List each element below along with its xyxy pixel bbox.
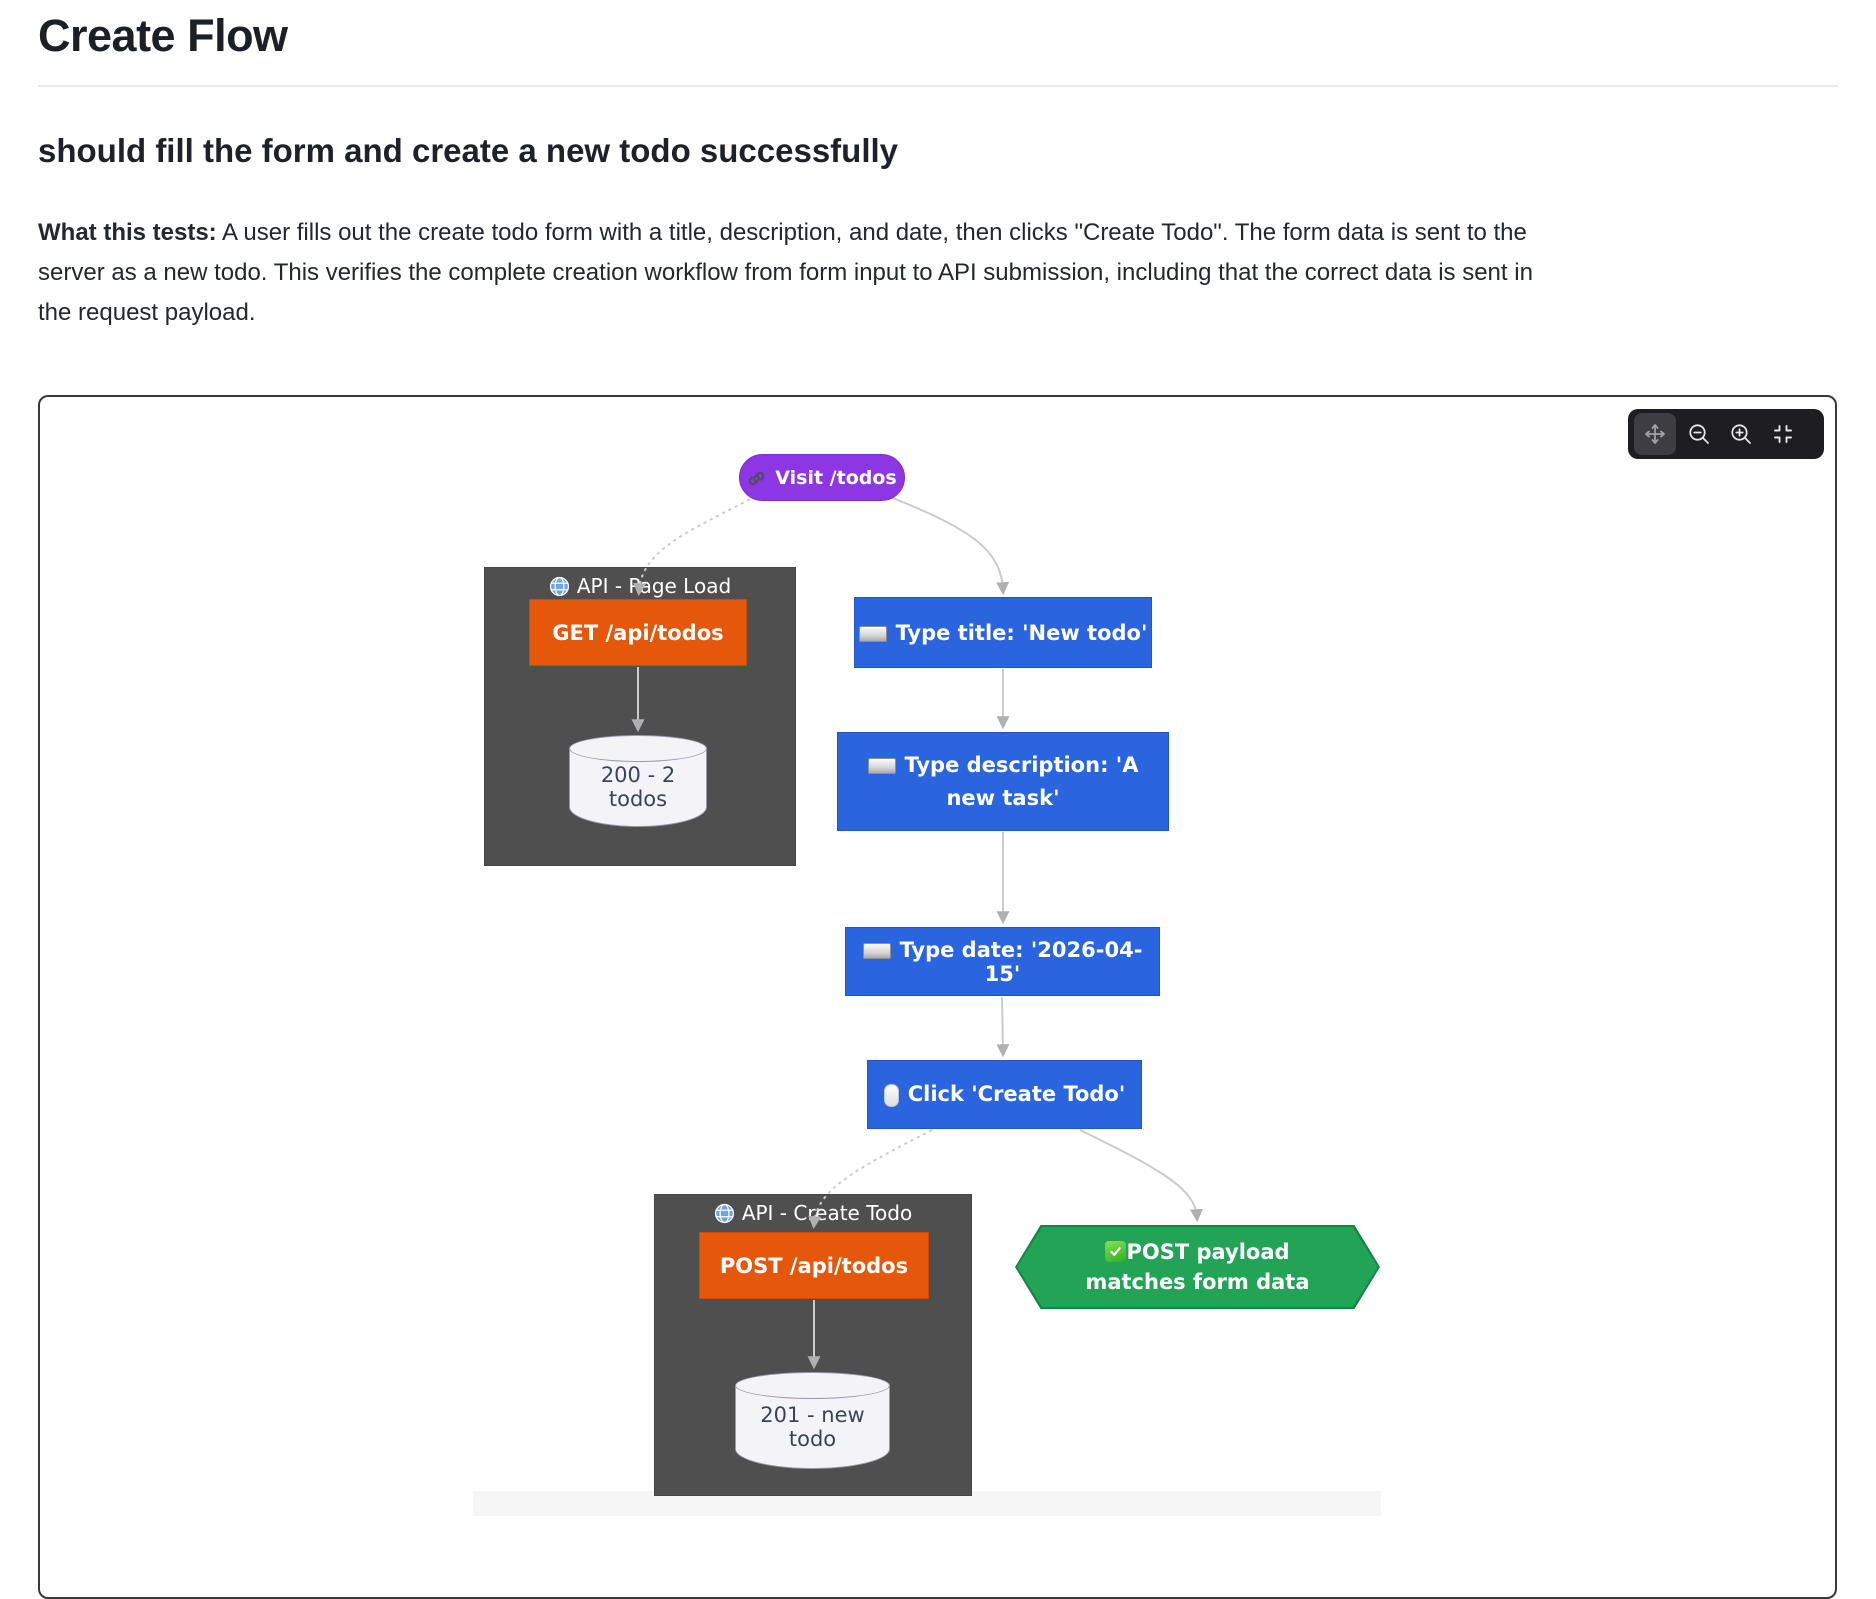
test-title: should fill the form and create a new to… [38, 132, 899, 169]
cylinder-top [569, 735, 707, 762]
description-label: What this tests: [38, 219, 217, 246]
collapse-icon [1774, 425, 1792, 443]
check-icon [1105, 1241, 1127, 1262]
zoom-out-button[interactable] [1680, 413, 1718, 455]
node-type-description: Type description: 'A new task' [837, 732, 1169, 831]
cylinder-top [735, 1372, 890, 1399]
node-db-201: 201 - new todo [735, 1372, 890, 1469]
edge-visit-to-type-title [887, 495, 1010, 596]
node-label: GET /api/todos [552, 620, 724, 645]
collapse-button[interactable] [1764, 413, 1802, 455]
node-label: POST /api/todos [719, 1253, 909, 1278]
zoom-in-icon [1731, 424, 1751, 444]
node-label: Visit /todos [775, 466, 897, 489]
keyboard-icon [867, 757, 896, 774]
test-description: What this tests: A user fills out the cr… [38, 213, 1538, 333]
edge-date-to-click [996, 996, 1010, 1058]
group-label-text: API - Page Load [576, 574, 732, 598]
keyboard-icon [862, 942, 891, 959]
node-type-date: Type date: '2026-04-15' [845, 927, 1160, 996]
title-divider [38, 85, 1838, 87]
link-icon [749, 471, 765, 485]
group-label-text: API - Create Todo [741, 1201, 913, 1225]
cylinder-body [735, 1385, 890, 1469]
node-db-200: 200 - 2 todos [569, 735, 707, 827]
node-label: Type title: 'New todo' [895, 620, 1148, 645]
node-type-title: Type title: 'New todo' [854, 597, 1152, 668]
node-label: Click 'Create Todo' [907, 1082, 1126, 1107]
zoom-out-icon [1689, 424, 1709, 444]
node-label: Type date: '2026-04-15' [899, 937, 1143, 986]
node-label: 201 - new todo [760, 1402, 865, 1451]
node-assert-payload: POST payload matches form data [1015, 1225, 1380, 1309]
node-label: 200 - 2 todos [600, 762, 676, 811]
node-get-api-todos: GET /api/todos [529, 599, 747, 666]
mouse-icon [883, 1083, 899, 1107]
node-post-api-todos: POST /api/todos [699, 1232, 929, 1299]
viewer-toolbar [1628, 409, 1824, 459]
diagram-panel[interactable]: API - Page Load API - Create Todo [38, 395, 1837, 1599]
node-click-create-todo: Click 'Create Todo' [867, 1060, 1142, 1129]
node-visit-todos: Visit /todos [739, 454, 905, 501]
description-text: A user fills out the create todo form wi… [38, 219, 1533, 326]
pan-button[interactable] [1634, 413, 1676, 455]
globe-icon [549, 576, 569, 596]
pan-icon [1645, 424, 1665, 444]
node-label: POST payload matches form data [1085, 1240, 1310, 1294]
edge-click-to-assert [1079, 1129, 1203, 1223]
group-label: API - Page Load [485, 574, 795, 598]
node-label: Type description: 'A new task' [904, 752, 1139, 810]
page-title: Create Flow [38, 10, 288, 61]
group-label: API - Create Todo [655, 1201, 971, 1225]
zoom-in-button[interactable] [1722, 413, 1760, 455]
keyboard-icon [858, 625, 887, 642]
globe-icon [714, 1203, 734, 1223]
